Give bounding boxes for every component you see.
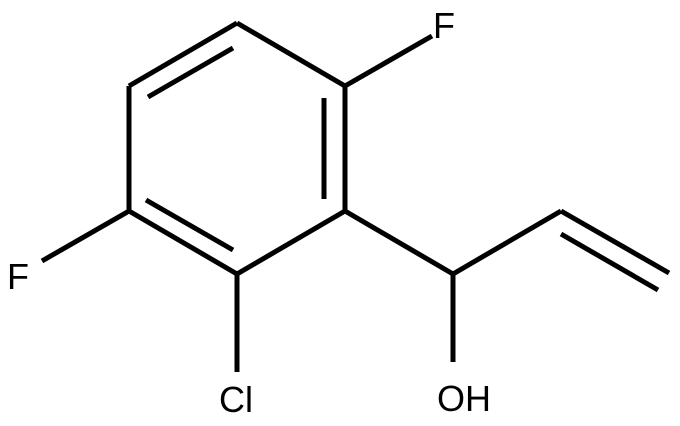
bond-ring-chain	[343, 208, 455, 277]
bond-vinyl-inner	[559, 231, 660, 293]
ring-inner-bond-bottom-left	[144, 197, 235, 253]
ring-inner-bond-top-left	[146, 45, 235, 100]
ring-bond-top	[235, 20, 347, 89]
bond-vinyl-outer	[559, 208, 671, 276]
benzene-ring	[126, 20, 348, 277]
atom-label-oh: OH	[437, 378, 491, 419]
atom-label-cl: Cl	[219, 379, 253, 420]
atom-label-f-top: F	[433, 5, 455, 46]
ring-bond-top-left	[127, 20, 239, 89]
bond-chain-vinyl	[451, 208, 563, 277]
atom-label-f-left: F	[7, 256, 29, 297]
bond-c-f-top	[343, 33, 434, 89]
bond-c-f-left	[40, 208, 131, 264]
ring-bond-bottom-left	[127, 208, 239, 277]
ring-bond-bottom-right	[235, 208, 347, 277]
